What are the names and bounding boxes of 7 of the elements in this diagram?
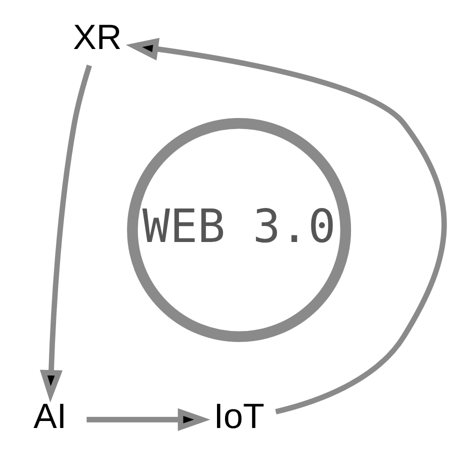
node-text: IoT	[214, 396, 264, 436]
node-text: XR	[72, 17, 122, 56]
arrow	[126, 37, 447, 414]
arrow	[40, 64, 92, 402]
node-text: AI	[34, 396, 67, 436]
node-circle: WEB 3.0	[127, 117, 352, 342]
arrow	[86, 408, 210, 430]
